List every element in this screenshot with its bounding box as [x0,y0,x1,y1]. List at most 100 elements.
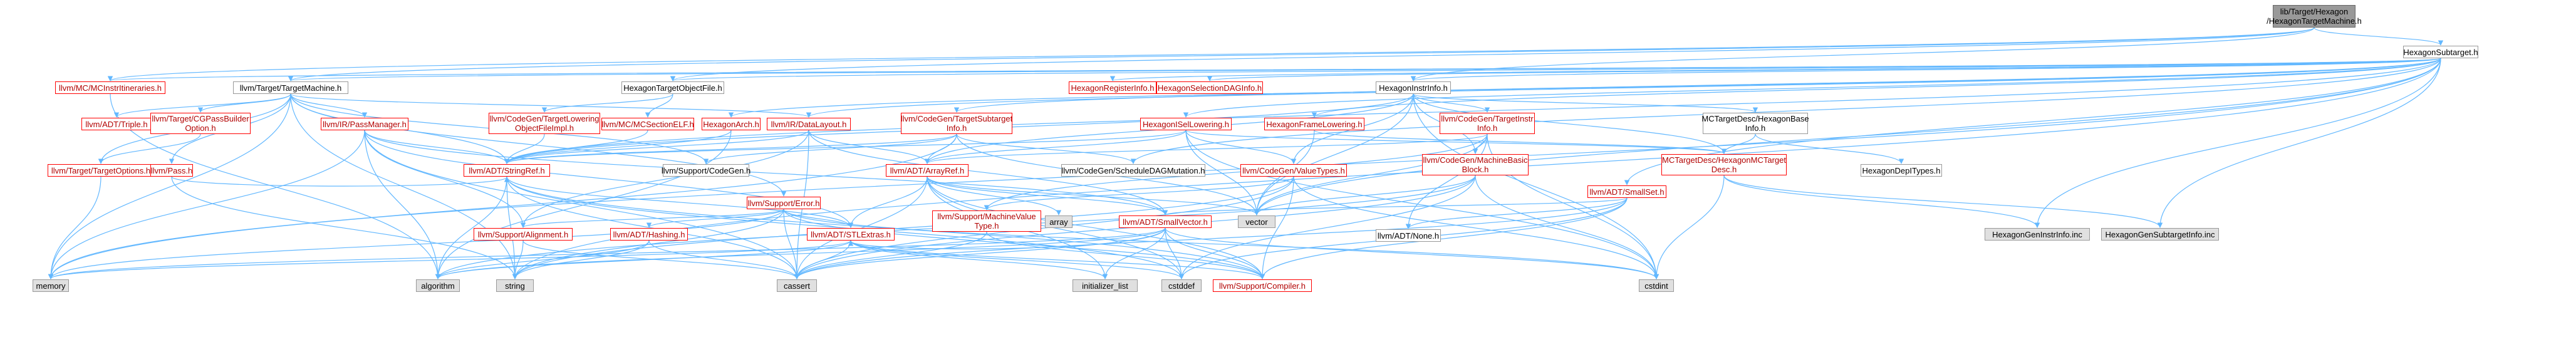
graph-node-llvm-pass-h[interactable]: llvm/Pass.h [150,164,193,177]
graph-node-llvm-support-alignment-h[interactable]: llvm/Support/Alignment.h [474,228,573,241]
graph-node-llvm-support-codegen-h[interactable]: llvm/Support/CodeGen.h [662,164,750,177]
graph-node-string[interactable]: string [496,279,534,292]
graph-node-array[interactable]: array [1045,215,1072,228]
graph-node-label: HexagonArch.h [703,119,759,129]
graph-node-llvm-ir-passmanager-h[interactable]: llvm/IR/PassManager.h [321,118,408,130]
graph-node-llvm-codegen-machinebasic-block-h[interactable]: llvm/CodeGen/MachineBasic Block.h [1422,154,1529,175]
graph-node-label: cstdint [1644,281,1668,291]
graph-node-llvm-mc-mcinstritineraries-h[interactable]: llvm/MC/MCInstrItineraries.h [55,81,165,94]
edge-n3-n10 [290,93,368,118]
graph-node-llvm-codegen-targetlowering-objectfileimpl-h[interactable]: llvm/CodeGen/TargetLowering ObjectFileIm… [489,113,600,134]
graph-node-llvm-adt-stringref-h[interactable]: llvm/ADT/StringRef.h [464,164,550,177]
graph-node-llvm-target-targetmachine-h[interactable]: llvm/Target/TargetMachine.h [233,81,348,94]
edge-n4-n12 [645,93,673,118]
edge-n41-n48 [850,240,1265,279]
edge-n14-n43 [435,130,732,279]
edge-n28-n37 [1723,175,2040,228]
graph-node-llvm-adt-triple-h[interactable]: llvm/ADT/Triple.h [81,118,152,130]
edge-n1-n6 [1207,58,2441,81]
edge-n18-n36 [1405,133,1488,229]
edge-n1-n15 [806,58,2441,118]
edge-n34-n47 [1165,227,1185,279]
graph-node-llvm-support-compiler-h[interactable]: llvm/Support/Compiler.h [1213,279,1312,292]
graph-node-hexagonisellowering-h[interactable]: HexagonISelLowering.h [1140,118,1232,130]
edge-n16-n22 [504,130,1187,164]
graph-node-label: llvm/CodeGen/ValueTypes.h [1242,165,1345,175]
graph-node-hexagonregisterinfo-h[interactable]: HexagonRegisterInfo.h [1069,81,1156,94]
edge-n13-n23 [703,133,957,164]
graph-node-hexagoninstrinfo-h[interactable]: HexagonInstrInfo.h [1376,81,1451,94]
graph-node-cassert[interactable]: cassert [777,279,817,292]
edge-n17-n28 [1314,130,1727,154]
graph-node-label: HexagonGenSubtargetInfo.inc [2105,229,2215,239]
graph-node-hexagonselectiondaginfo-h[interactable]: HexagonSelectionDAGInfo.h [1156,81,1263,94]
graph-node-llvm-adt-none-h[interactable]: llvm/ADT/None.h [1376,229,1441,242]
graph-node-hexagongeninstrinfo-inc[interactable]: HexagonGenInstrInfo.inc [1985,228,2090,241]
edge-n34-n48 [1165,227,1265,279]
graph-node-llvm-adt-hashing-h[interactable]: llvm/ADT/Hashing.h [610,228,688,241]
graph-node-cstdint[interactable]: cstdint [1639,279,1674,292]
edge-n0-n2 [108,27,2315,81]
graph-node-cstddef[interactable]: cstddef [1161,279,1202,292]
edge-n31-n48 [783,209,1265,279]
graph-node-llvm-adt-smallset-h[interactable]: llvm/ADT/SmallSet.h [1587,185,1666,198]
edge-n15-n24 [808,130,930,164]
edge-n41-n47 [850,240,1185,279]
graph-node-algorithm[interactable]: algorithm [416,279,460,292]
edge-n34-n42 [48,227,1166,279]
graph-node-llvm-target-cgpassbuilder-option-h[interactable]: llvm/Target/CGPassBuilder Option.h [150,113,251,134]
edge-n0-n3 [288,27,2315,81]
graph-node-hexagontargetobjectfile-h[interactable]: HexagonTargetObjectFile.h [621,81,724,94]
graph-node-label: HexagonFrameLowering.h [1266,119,1363,129]
edge-n31-n42 [48,209,784,279]
graph-node-llvm-adt-stlextras-h[interactable]: llvm/ADT/STLExtras.h [807,228,895,241]
graph-node-hexagonframelowering-h[interactable]: HexagonFrameLowering.h [1264,118,1364,130]
graph-node-llvm-codegen-valuetypes-h[interactable]: llvm/CodeGen/ValueTypes.h [1240,164,1347,177]
edge-n10-n41 [364,130,854,228]
edge-n26-n32 [984,176,1294,210]
edge-n39-n45 [522,240,800,279]
graph-node-hexagondepitypes-h[interactable]: HexagonDepITypes.h [1861,164,1942,177]
graph-node-llvm-mc-mcsectionelf-h[interactable]: llvm/MC/MCSectionELF.h [601,118,694,130]
edge-n1-n7 [1411,58,2441,81]
edge-n1-n3 [289,58,2441,81]
graph-node-llvm-codegen-scheduledagmutation-h[interactable]: llvm/CodeGen/ScheduleDAGMutation.h [1061,164,1205,177]
edge-n19-n29 [1755,133,1904,164]
graph-node-label: llvm/MC/MCInstrItineraries.h [59,83,162,93]
edge-n40-n44 [512,240,650,279]
graph-node-label: HexagonGenInstrInfo.inc [1992,229,2082,239]
graph-node-label: HexagonSubtarget.h [2403,47,2478,57]
graph-node-llvm-support-machinevalue-type-h[interactable]: llvm/Support/MachineValue Type.h [932,210,1041,232]
edge-n30-n45 [794,197,1628,279]
graph-node-label: array [1049,217,1068,227]
edge-n40-n43 [435,240,650,279]
graph-node-llvm-support-error-h[interactable]: llvm/Support/Error.h [747,197,821,209]
graph-node-llvm-target-targetoptions-h[interactable]: llvm/Target/TargetOptions.h [48,164,154,177]
graph-node-mctargetdesc-hexagonbase-info-h[interactable]: MCTargetDesc/HexagonBase Info.h [1701,113,1809,134]
edge-n27-n35 [1254,175,1476,215]
edge-n18-n35 [1254,133,1488,215]
edge-n1-n17 [1312,58,2441,118]
graph-node-llvm-codegen-targetsubtarget-info-h[interactable]: llvm/CodeGen/TargetSubtarget Info.h [901,113,1012,134]
graph-node-label: llvm/Pass.h [150,165,193,175]
graph-node-vector[interactable]: vector [1238,215,1275,228]
graph-node-hexagonsubtarget-h[interactable]: HexagonSubtarget.h [2403,46,2478,58]
edge-n10-n43 [364,130,441,279]
edge-n18-n27 [1472,133,1488,154]
graph-node-memory[interactable]: memory [33,279,69,292]
graph-node-mctargetdesc-hexagonmctarget-desc-h[interactable]: MCTargetDesc/HexagonMCTarget Desc.h [1661,154,1787,175]
edge-n1-n38 [2157,58,2441,228]
edge-n34-n45 [794,227,1166,279]
graph-node-label: string [505,281,525,291]
graph-node-hexagongensubtargetinfo-inc[interactable]: HexagonGenSubtargetInfo.inc [2101,228,2219,241]
graph-node-llvm-ir-datalayout-h[interactable]: llvm/IR/DataLayout.h [767,118,851,130]
graph-node-llvm-codegen-targetinstr-info-h[interactable]: llvm/CodeGen/TargetInstr Info.h [1440,113,1535,134]
graph-node-initializer-list[interactable]: initializer_list [1072,279,1138,292]
edge-n3-n31 [290,93,787,197]
graph-node-hexagonarch-h[interactable]: HexagonArch.h [702,118,761,130]
edge-n3-n9 [197,93,291,113]
graph-node-llvm-adt-smallvector-h[interactable]: llvm/ADT/SmallVector.h [1119,215,1212,228]
edge-n24-n35 [927,176,1260,215]
edge-n7-n18 [1413,93,1490,113]
graph-node-llvm-adt-arrayref-h[interactable]: llvm/ADT/ArrayRef.h [886,164,969,177]
